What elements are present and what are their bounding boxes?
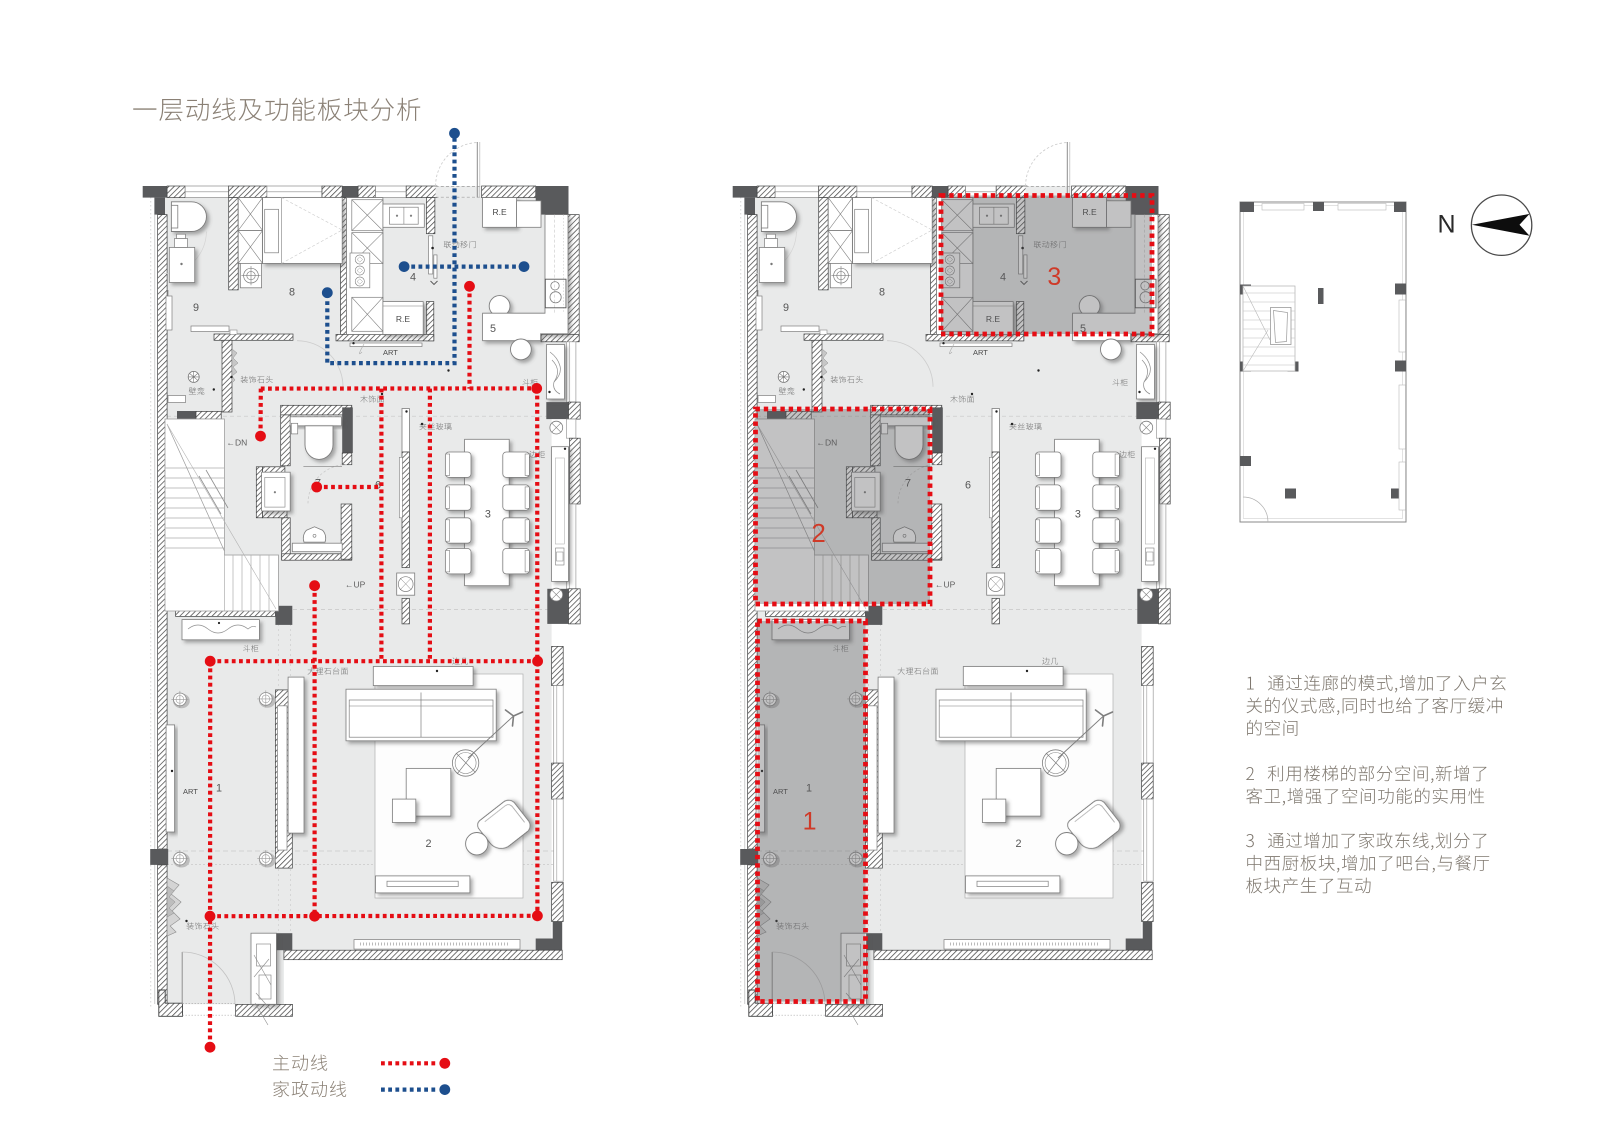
svg-text:2: 2: [811, 518, 825, 548]
svg-text:1: 1: [803, 808, 817, 836]
svg-text:N: N: [1437, 211, 1455, 239]
svg-text:3: 3: [1047, 263, 1061, 291]
